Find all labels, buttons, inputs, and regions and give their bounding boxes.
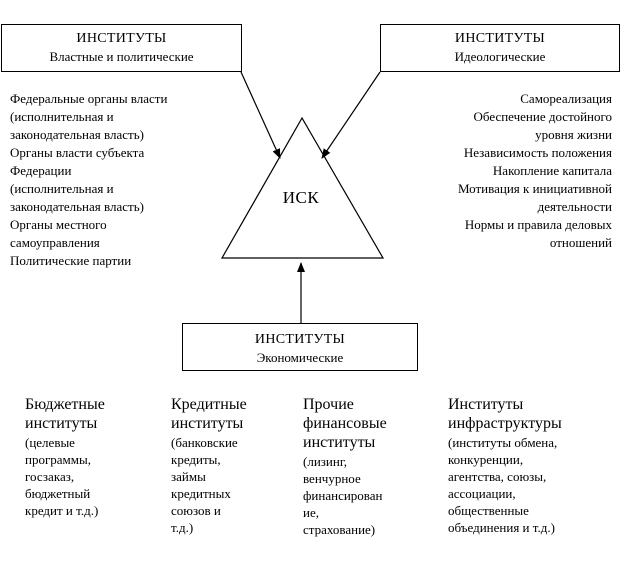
column-body: (целевые программы, госзаказ, бюджетный … (25, 435, 99, 518)
ideological-box-subtitle: Идеологические (454, 49, 546, 64)
column-body: (лизинг, венчурное финансирован ие, стра… (303, 454, 383, 537)
list-item: Федеральные органы власти (исполнительна… (10, 91, 168, 142)
economic-institutions-box: ИНСТИТУТЫ Экономические (182, 323, 418, 371)
infrastructure-institutions-column: Институты инфраструктуры (институты обме… (448, 395, 623, 536)
list-item: Политические партии (10, 253, 132, 268)
political-institutions-list: Федеральные органы власти (исполнительна… (10, 90, 240, 270)
column-heading: Бюджетные институты (25, 396, 105, 432)
column-heading: Кредитные институты (171, 396, 247, 432)
list-item: Органы местного самоуправления (10, 217, 107, 250)
economic-box-title: ИНСТИТУТЫ (254, 332, 346, 347)
political-box-subtitle: Властные и политические (49, 49, 194, 64)
column-heading: Прочие финансовые институты (303, 396, 387, 451)
political-box-title: ИНСТИТУТЫ (76, 31, 167, 46)
list-item: Мотивация к инициативной деятельности (457, 181, 612, 214)
column-body: (институты обмена, конкуренции, агентств… (448, 435, 558, 535)
list-item: Органы власти субъекта Федерации (исполн… (10, 145, 145, 214)
list-item: Самореализация (520, 91, 612, 106)
economic-box-subtitle: Экономические (256, 350, 344, 365)
ideological-box-title: ИНСТИТУТЫ (454, 31, 546, 46)
list-item: Независимость положения (463, 145, 612, 160)
list-item: Обеспечение достойного уровня жизни (473, 109, 612, 142)
column-heading: Институты инфраструктуры (448, 396, 562, 432)
ideological-institutions-box: ИНСТИТУТЫ Идеологические (380, 24, 620, 72)
column-body: (банковские кредиты, займы кредитных сою… (171, 435, 238, 535)
isk-label: ИСК (282, 188, 320, 207)
budget-institutions-column: Бюджетные институты (целевые программы, … (25, 395, 165, 519)
arrow-ideological-to-isk (321, 71, 381, 159)
ideological-institutions-list: Самореализация Обеспечение достойного ур… (400, 90, 612, 252)
list-item: Нормы и правила деловых отношений (464, 217, 612, 250)
credit-institutions-column: Кредитные институты (банковские кредиты,… (171, 395, 301, 536)
isk-triangle (220, 116, 385, 259)
political-institutions-box: ИНСТИТУТЫ Властные и политические (1, 24, 242, 72)
other-financial-institutions-column: Прочие финансовые институты (лизинг, вен… (303, 395, 438, 538)
arrow-political-to-isk (240, 71, 281, 159)
list-item: Накопление капитала (492, 163, 612, 178)
